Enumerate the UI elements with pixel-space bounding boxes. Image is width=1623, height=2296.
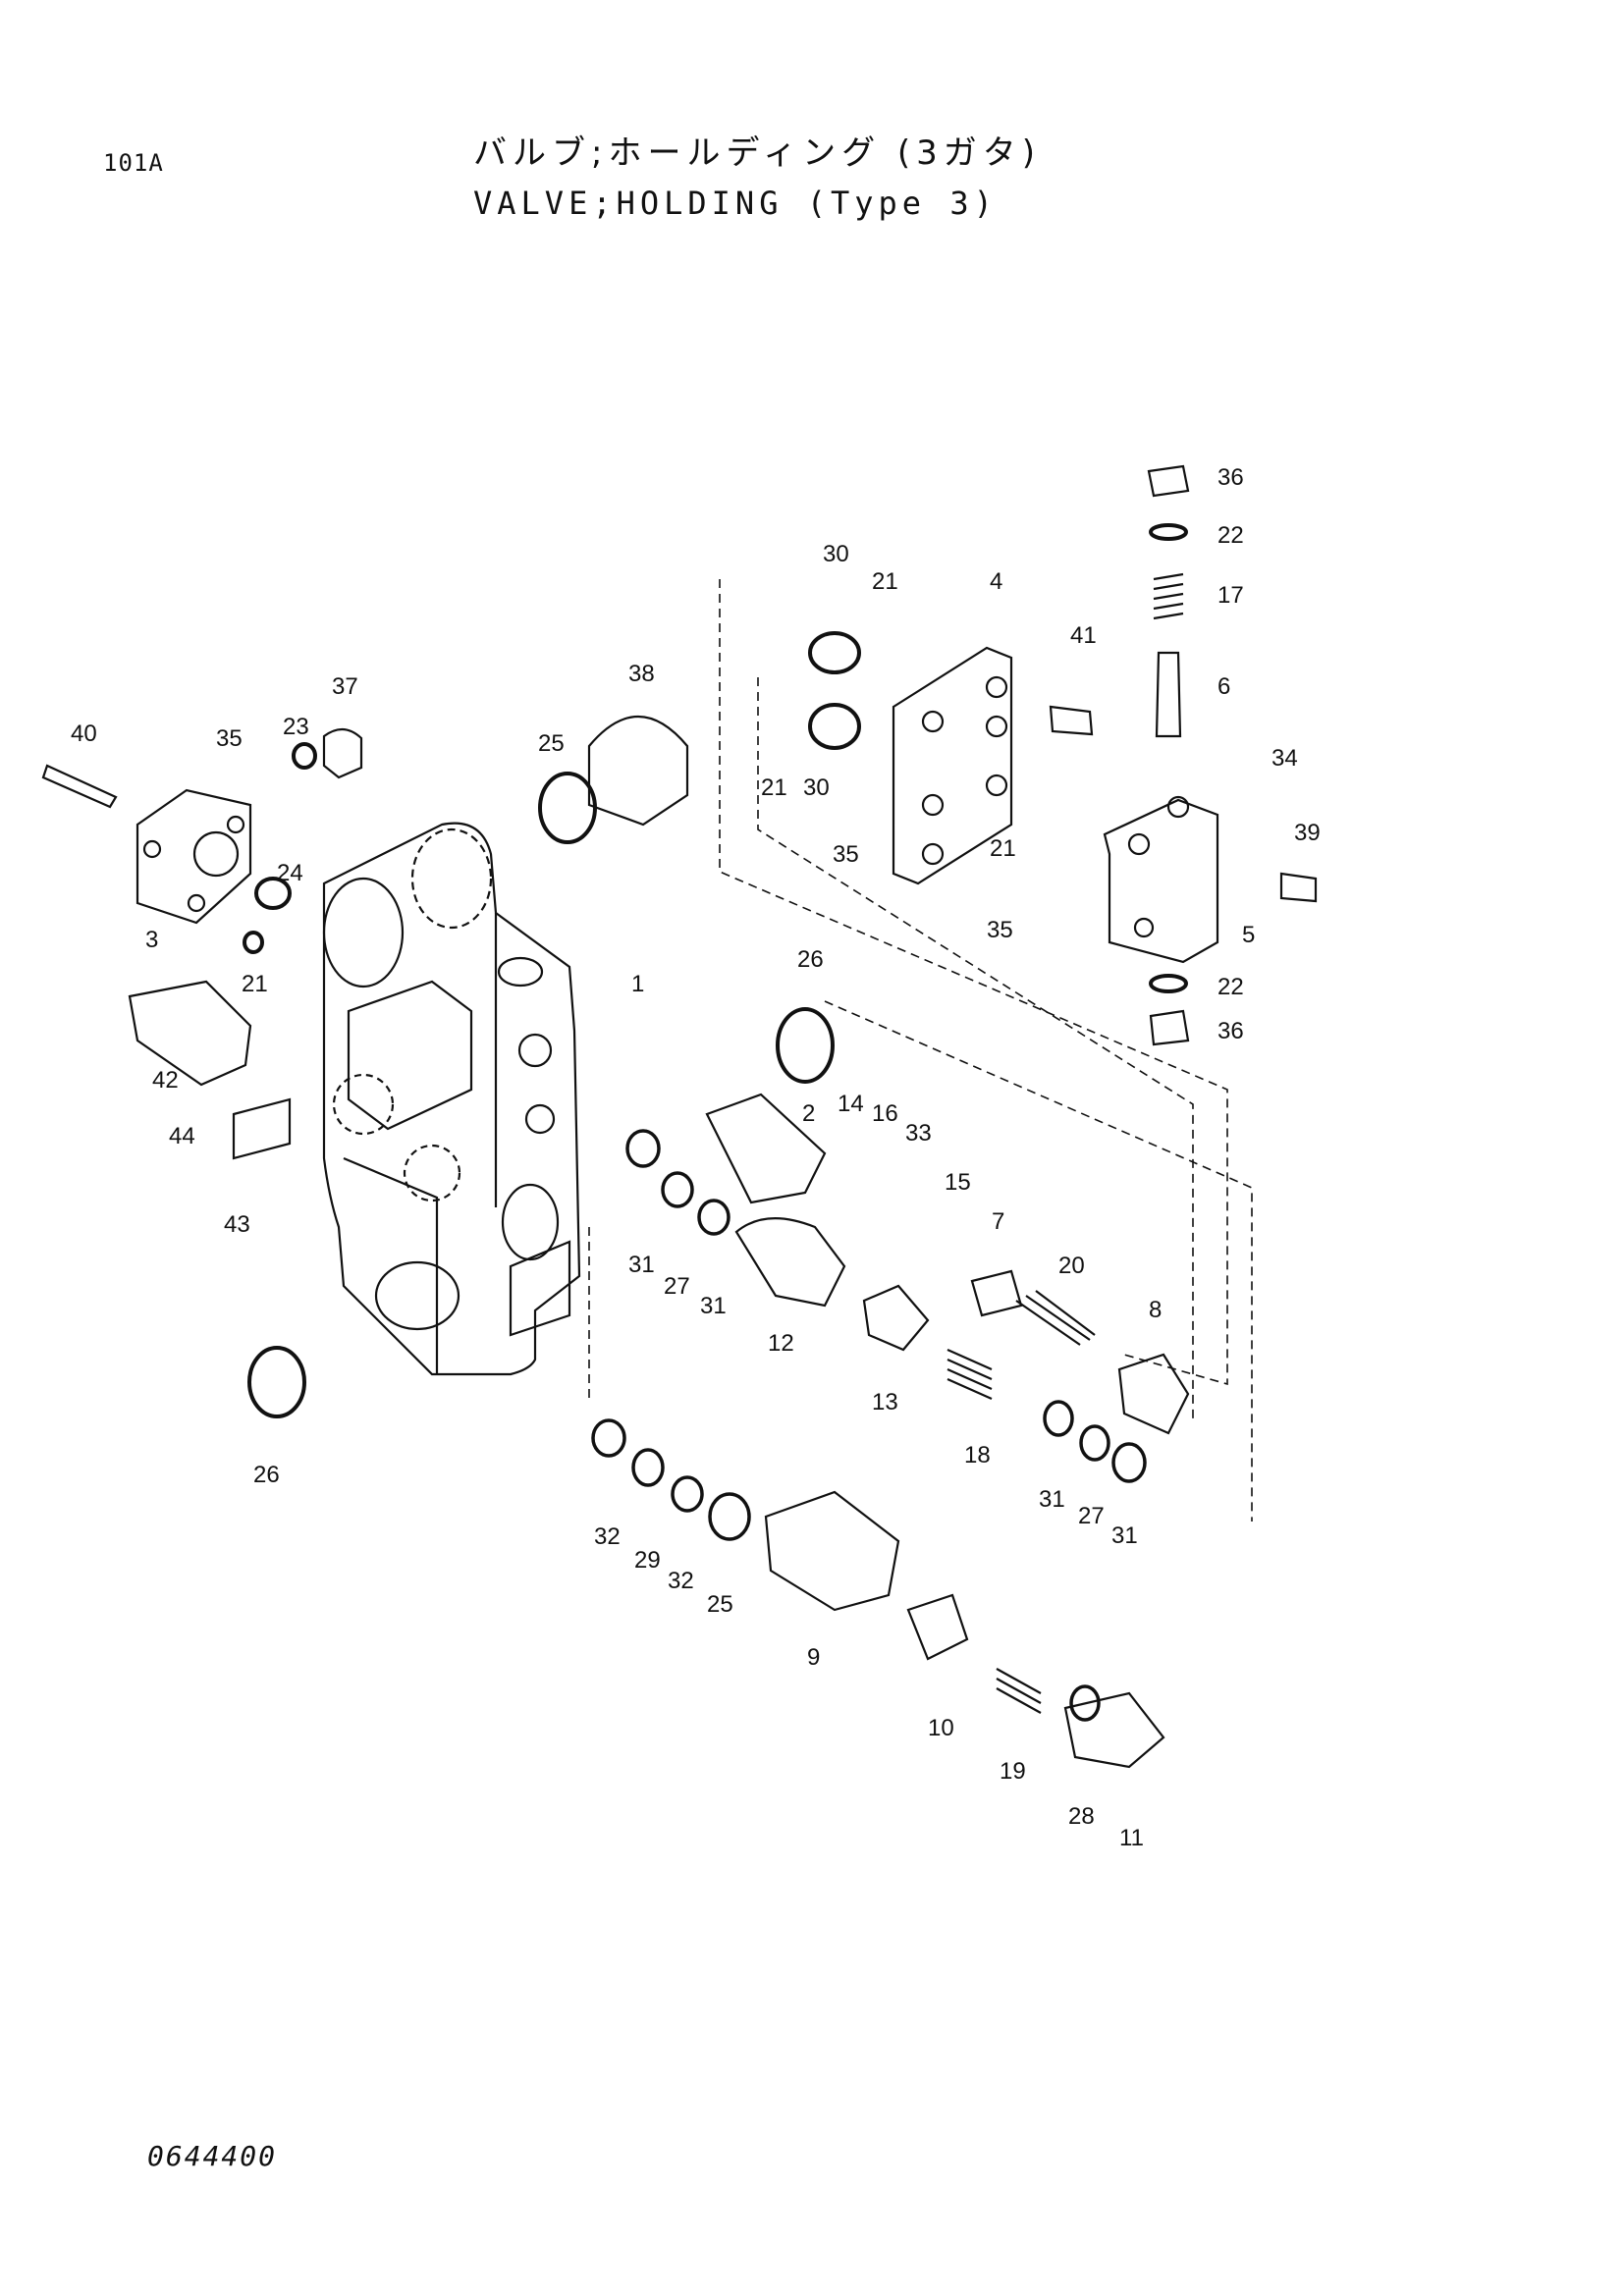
callout-label: 32 [594,1523,621,1550]
callout-label: 21 [990,835,1016,862]
callout-label: 44 [169,1123,195,1149]
bolt-41 [1049,705,1094,736]
small-rings [591,1129,1147,1722]
callout-label: 23 [283,714,309,740]
callout-label: 16 [872,1100,898,1127]
oring-22-bottom [1149,974,1188,993]
callout-label: 25 [707,1591,733,1618]
page-code: 101A [103,149,164,177]
callout-label: 31 [1111,1522,1138,1549]
callout-label: 14 [838,1091,864,1117]
callout-label: 24 [277,860,303,886]
callout-label: 18 [964,1442,991,1468]
callout-label: 5 [1242,922,1255,948]
drawing-number: 0644400 [147,2140,278,2172]
callout-label: 31 [1039,1486,1065,1513]
callout-label: 43 [224,1211,250,1238]
callout-label: 12 [768,1330,794,1357]
callout-label: 22 [1217,974,1244,1000]
callout-label: 9 [807,1644,820,1671]
callout-label: 8 [1149,1297,1162,1323]
callout-label: 35 [987,917,1013,943]
callout-label: 21 [872,568,898,595]
o-rings [243,631,861,1418]
spring-17 [1153,572,1184,620]
callout-label: 33 [905,1120,932,1147]
spool-42 [128,980,252,1087]
callout-label: 3 [145,927,158,953]
center-parts [705,1093,1190,1769]
plug-36-top [1147,464,1190,498]
callout-label: 4 [990,568,1002,595]
callout-label: 32 [668,1568,694,1594]
callout-label: 34 [1271,745,1298,772]
title-english: VALVE;HOLDING (Type 3) [473,185,998,222]
callout-label: 42 [152,1067,179,1094]
bolt-40 [41,764,118,809]
callout-label: 35 [833,841,859,868]
callout-label: 31 [628,1252,655,1278]
callout-label: 7 [992,1208,1004,1235]
plug-37 [322,727,363,779]
oring-22-top [1149,523,1188,541]
callout-label: 2 [802,1100,815,1127]
callout-label: 28 [1068,1803,1095,1830]
callout-label: 27 [664,1273,690,1300]
callout-label: 37 [332,673,358,700]
callout-label: 20 [1058,1253,1085,1279]
callout-label: 39 [1294,820,1321,846]
callout-label: 22 [1217,522,1244,549]
callout-label: 27 [1078,1503,1105,1529]
callout-label: 25 [538,730,565,757]
callout-label: 38 [628,661,655,687]
callout-label: 21 [761,774,787,801]
callout-label: 36 [1217,464,1244,491]
callout-label: 15 [945,1169,971,1196]
callout-label: 21 [242,971,268,997]
upper-block [892,646,1013,885]
callout-labels: 36 22 17 6 34 39 5 22 36 30 21 4 41 21 3… [71,464,1321,1851]
callout-label: 36 [1217,1018,1244,1044]
callout-label: 29 [634,1547,661,1574]
callout-label: 19 [1000,1758,1026,1785]
callout-label: 40 [71,721,97,747]
lower-block [1103,795,1219,964]
plug-36-bottom [1149,1009,1190,1046]
callout-label: 11 [1119,1825,1144,1851]
callout-label: 6 [1217,673,1230,700]
callout-label: 35 [216,725,243,752]
callout-label: 30 [803,774,830,801]
callout-label: 13 [872,1389,898,1415]
callout-label: 17 [1217,582,1244,609]
callout-label: 41 [1070,622,1097,649]
plug-38 [587,715,689,827]
valve-body [322,822,581,1376]
bolt-39 [1279,872,1318,903]
plate-43 [232,1097,292,1160]
callout-label: 26 [797,946,824,973]
callout-label: 30 [823,541,849,567]
left-cover [135,788,252,925]
callout-label: 26 [253,1462,280,1488]
callout-label: 31 [700,1293,727,1319]
assembly-dashed-lines [588,579,1253,1522]
callout-label: 1 [631,971,644,997]
callout-label: 10 [928,1715,954,1741]
piston-6 [1155,651,1182,738]
title-japanese: バルブ;ホールディング (3ガタ) [473,133,1042,173]
